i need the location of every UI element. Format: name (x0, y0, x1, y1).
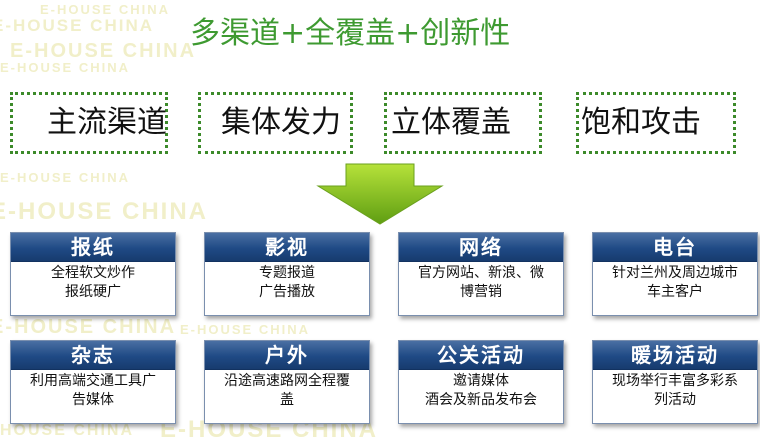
card-title: 杂志 (11, 341, 175, 370)
card-line: 盖 (280, 392, 294, 408)
card-line: 邀请媒体 (453, 373, 509, 389)
card-title: 暖场活动 (593, 341, 757, 370)
card-title: 影视 (205, 233, 369, 262)
card-line: 针对兰州及周边城市 (612, 265, 738, 281)
watermark: E-HOUSE CHINA (0, 60, 131, 75)
down-arrow-icon (316, 163, 444, 225)
card-body: 沿途高速路网全程覆 盖 (205, 370, 369, 410)
watermark: E-HOUSE CHINA (0, 316, 177, 338)
card-line: 酒会及新品发布会 (425, 392, 537, 408)
card-body: 全程软文炒作 报纸硬广 (11, 262, 175, 302)
watermark: E-HOUSE CHINA (10, 40, 197, 62)
channel-card: 杂志 利用高端交通工具广 告媒体 (10, 340, 176, 424)
card-body: 邀请媒体 酒会及新品发布会 (399, 370, 563, 410)
channel-card: 暖场活动 现场举行丰富多彩系 列活动 (592, 340, 758, 424)
channel-card: 公关活动 邀请媒体 酒会及新品发布会 (398, 340, 564, 424)
card-line: 报纸硬广 (65, 284, 121, 300)
channel-card: 电台 针对兰州及周边城市 车主客户 (592, 232, 758, 316)
card-line: 告媒体 (72, 392, 114, 408)
keyword-label: 主流渠道 (47, 105, 167, 140)
card-title: 报纸 (11, 233, 175, 262)
channel-card: 影视 专题报道 广告播放 (204, 232, 370, 316)
card-line: 博营销 (460, 284, 502, 300)
card-line: 利用高端交通工具广 (30, 373, 156, 389)
keyword-label: 集体发力 (221, 105, 341, 140)
card-line: 广告播放 (259, 284, 315, 300)
keyword-box: 集体发力 (198, 92, 353, 154)
card-body: 官方网站、新浪、微 博营销 (399, 262, 563, 302)
card-line: 现场举行丰富多彩系 (612, 373, 738, 389)
card-body: 利用高端交通工具广 告媒体 (11, 370, 175, 410)
card-line: 沿途高速路网全程覆 (224, 373, 350, 389)
watermark: E-HOUSE CHINA (0, 422, 135, 439)
card-title: 户外 (205, 341, 369, 370)
card-line: 列活动 (654, 392, 696, 408)
channel-card: 户外 沿途高速路网全程覆 盖 (204, 340, 370, 424)
card-line: 官方网站、新浪、微 (418, 265, 544, 281)
card-title: 网络 (399, 233, 563, 262)
watermark: E-HOUSE CHINA (180, 322, 311, 337)
card-line: 专题报道 (259, 265, 315, 281)
keyword-label: 立体覆盖 (391, 105, 511, 140)
keyword-label: 饱和攻击 (581, 105, 701, 140)
diagram-title: 多渠道+全覆盖+创新性 (190, 16, 511, 51)
card-line: 车主客户 (647, 284, 703, 300)
channel-card: 网络 官方网站、新浪、微 博营销 (398, 232, 564, 316)
watermark: E-HOUSE CHINA (0, 170, 131, 185)
watermark: E-HOUSE CHINA (40, 2, 171, 17)
card-line: 全程软文炒作 (51, 265, 135, 281)
card-title: 电台 (593, 233, 757, 262)
card-body: 针对兰州及周边城市 车主客户 (593, 262, 757, 302)
keyword-box: 立体覆盖 (384, 92, 542, 154)
card-body: 专题报道 广告播放 (205, 262, 369, 302)
watermark: E-HOUSE CHINA (0, 198, 209, 225)
keyword-box: 主流渠道 (10, 92, 168, 154)
keyword-box: 饱和攻击 (576, 92, 736, 154)
card-title: 公关活动 (399, 341, 563, 370)
card-body: 现场举行丰富多彩系 列活动 (593, 370, 757, 410)
channel-card: 报纸 全程软文炒作 报纸硬广 (10, 232, 176, 316)
watermark: E-HOUSE CHINA (0, 16, 155, 35)
